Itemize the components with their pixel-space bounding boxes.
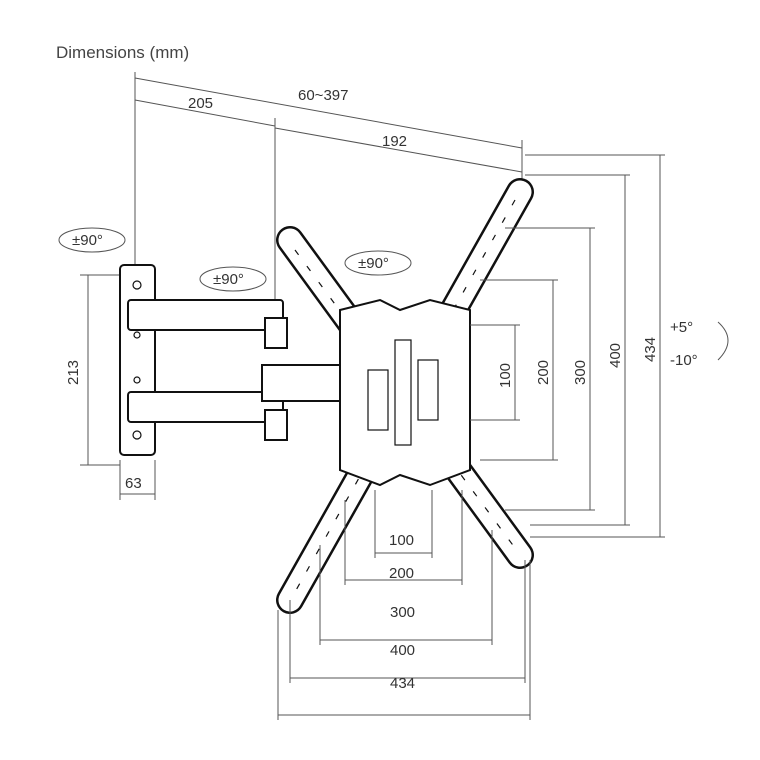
vesa-h-434: 434 xyxy=(390,675,415,692)
vesa-h-200: 200 xyxy=(389,565,414,582)
rotation-wall: ±90° xyxy=(58,227,126,253)
left-dimensions: 213 63 xyxy=(65,274,156,500)
total-reach-label: 60~397 xyxy=(298,87,348,104)
svg-text:±90°: ±90° xyxy=(72,232,103,249)
vesa-v-434: 434 xyxy=(642,337,659,362)
plate-height-label: 213 xyxy=(65,360,82,385)
articulating-arms xyxy=(127,299,353,441)
svg-text:±90°: ±90° xyxy=(213,271,244,288)
wall-distance-label: 63 xyxy=(125,475,142,492)
rotation-head: ±90° xyxy=(344,250,412,276)
arm1-length-label: 205 xyxy=(188,95,213,112)
tilt-indicator: +5° -10° xyxy=(670,319,729,369)
vesa-v-300: 300 xyxy=(572,360,589,385)
vesa-v-400: 400 xyxy=(607,343,624,368)
tilt-up-label: +5° xyxy=(670,319,693,336)
vesa-h-400: 400 xyxy=(390,642,415,659)
vesa-h-300: 300 xyxy=(390,604,415,621)
vertical-vesa-dimensions: 100 200 300 400 434 xyxy=(470,154,665,538)
top-dimensions: 60~397 205 192 xyxy=(134,72,523,320)
rotation-arm: ±90° xyxy=(199,266,267,292)
arm2-length-label: 192 xyxy=(382,133,407,150)
diagram-title: Dimensions (mm) xyxy=(56,43,189,62)
vesa-h-100: 100 xyxy=(389,532,414,549)
vesa-plate xyxy=(339,298,471,487)
svg-text:±90°: ±90° xyxy=(358,255,389,272)
vesa-v-100: 100 xyxy=(497,363,514,388)
horizontal-vesa-dimensions: 100 200 300 400 434 xyxy=(277,490,531,720)
wall-plate xyxy=(119,264,156,456)
tilt-down-label: -10° xyxy=(670,352,698,369)
vesa-v-200: 200 xyxy=(535,360,552,385)
